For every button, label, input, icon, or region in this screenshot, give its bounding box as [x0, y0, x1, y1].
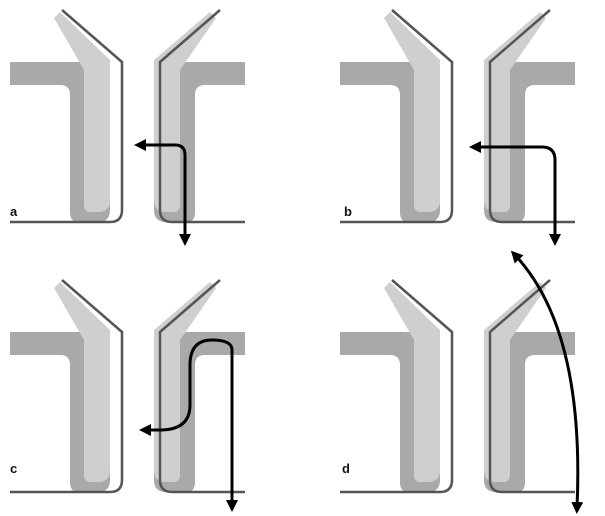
microstructure-b — [338, 8, 577, 224]
arrow-b — [469, 141, 561, 246]
panel-d: d — [338, 250, 584, 514]
panel-label-d: d — [342, 461, 350, 476]
panel-c: c — [8, 278, 247, 512]
microstructure-d — [338, 278, 577, 494]
panel-b: b — [338, 8, 577, 246]
arrow-a — [134, 139, 191, 246]
microstructure-a — [8, 8, 247, 224]
arrow-c — [139, 338, 238, 512]
arrow-d — [510, 250, 584, 514]
panel-a: a — [8, 8, 247, 246]
panel-label-c: c — [10, 461, 17, 476]
panel-label-b: b — [344, 204, 352, 219]
microstructure-c — [8, 278, 247, 494]
panel-label-a: a — [10, 204, 18, 219]
